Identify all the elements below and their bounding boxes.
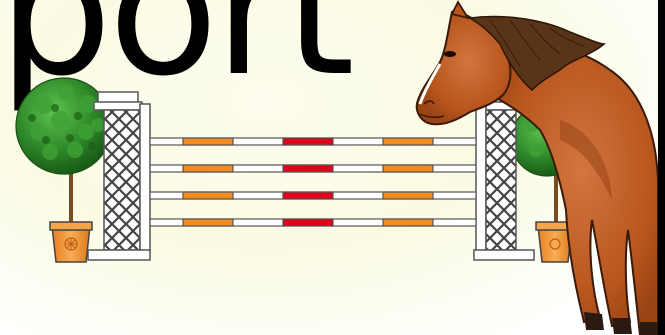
- jump-wing-left: [87, 91, 151, 261]
- topiary-tree-icon: [15, 77, 113, 263]
- jump-pole: [149, 191, 477, 200]
- jump-pole: [149, 218, 477, 227]
- jump-pole: [149, 137, 477, 146]
- jump-pole: [149, 164, 477, 173]
- show-jump-icon: [87, 91, 535, 261]
- frame-border-right: [658, 0, 665, 335]
- horse-icon: [415, 0, 659, 335]
- jump-poles: [149, 137, 477, 227]
- jump-wing-right: [473, 91, 535, 261]
